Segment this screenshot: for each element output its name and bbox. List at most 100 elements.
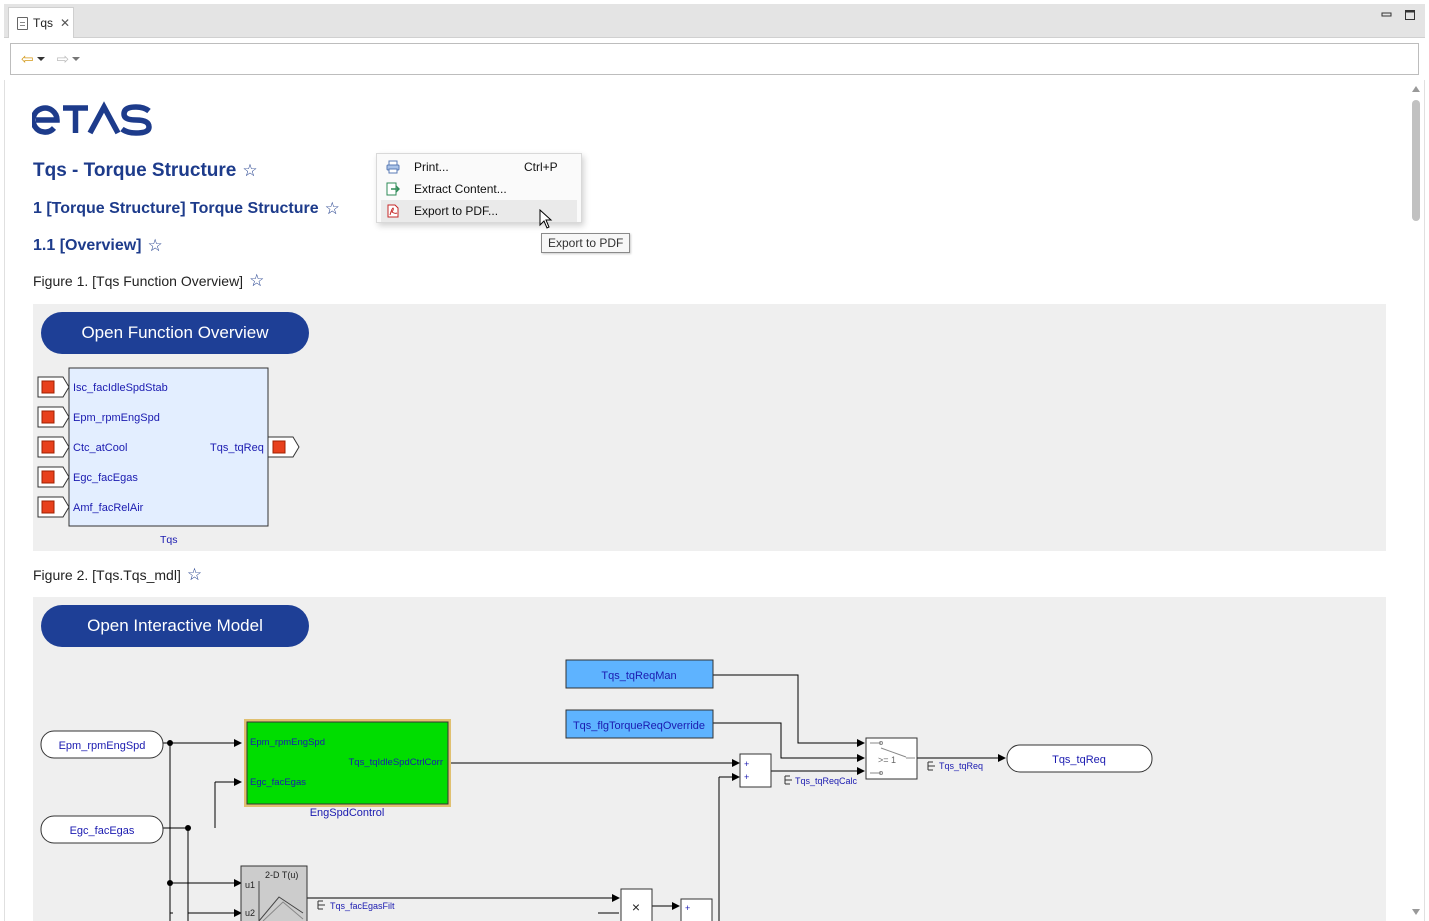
close-icon[interactable]: ✕: [60, 16, 71, 30]
star-icon[interactable]: ☆: [147, 236, 163, 255]
inport-label: Egc_facEgas: [70, 825, 135, 837]
tab-tqs[interactable]: Tqs ✕: [8, 7, 74, 38]
figure-caption-text: Figure 2. [Tqs.Tqs_mdl]: [33, 567, 181, 583]
output-port-label: Tqs_tqReq: [210, 442, 264, 454]
navigation-toolbar: ⇦ ⇨: [10, 43, 1419, 75]
outport-label: Tqs_tqReq: [1052, 754, 1106, 766]
chevron-down-icon[interactable]: [72, 57, 81, 61]
star-icon[interactable]: ☆: [242, 161, 258, 180]
etas-logo: [32, 101, 152, 136]
tooltip: Export to PDF: [541, 233, 631, 253]
menu-item-export-to-pdf[interactable]: Export to PDF...: [381, 200, 577, 222]
input-port-label: Amf_facRelAir: [73, 502, 144, 514]
outport-tqs-tqreq[interactable]: Tqs_tqReq: [1006, 744, 1153, 773]
star-icon[interactable]: ☆: [324, 199, 340, 218]
menu-item-shortcut: Ctrl+P: [524, 160, 558, 174]
signal-label-text: Tqs_tqReqCalc: [795, 776, 858, 786]
menu-item-label: Extract Content...: [414, 182, 507, 196]
forward-button[interactable]: ⇨: [57, 52, 81, 67]
chevron-down-icon[interactable]: [36, 57, 45, 61]
minimize-icon[interactable]: [1381, 10, 1393, 20]
forward-arrow-icon: ⇨: [56, 50, 70, 68]
const-label: Tqs_flgTorqueReqOverride: [573, 720, 705, 732]
input-port-label: Egc_facEgas: [73, 472, 138, 484]
input-port[interactable]: [37, 466, 70, 488]
sum-sign: +: [744, 759, 749, 769]
subsystem-name: EngSpdControl: [310, 807, 385, 819]
editor-tab-strip: Tqs ✕: [4, 4, 1425, 38]
product-block[interactable]: ×: [620, 888, 653, 921]
tqs-block-name: Tqs: [160, 534, 178, 546]
lookup-table-block[interactable]: 2-D T(u) u1 u2: [240, 865, 308, 921]
lookup-title: 2-D T(u): [265, 870, 298, 880]
switch-block[interactable]: >= 1: [865, 737, 918, 780]
subsystem-engspdcontrol[interactable]: Epm_rpmEngSpd Egc_facEgas Tqs_tqIdleSpdC…: [244, 719, 451, 807]
inport-egc-facegas[interactable]: Egc_facEgas: [40, 815, 164, 844]
menu-item-print[interactable]: Print... Ctrl+P: [377, 156, 581, 178]
function-overview-diagram[interactable]: Isc_facIdleSpdStabEpm_rpmEngSpdCtc_atCoo…: [33, 354, 333, 554]
star-icon[interactable]: ☆: [186, 565, 203, 584]
extract-icon: [386, 182, 400, 196]
input-port[interactable]: [37, 436, 70, 458]
scroll-down-icon[interactable]: [1412, 909, 1420, 915]
page-title: Tqs - Torque Structure ☆: [33, 160, 258, 182]
function-overview-panel: Open Function Overview Isc_facIdleSpdSta…: [33, 304, 1386, 551]
sum-block[interactable]: + +: [739, 753, 772, 788]
input-port-label: Isc_facIdleSpdStab: [73, 382, 168, 394]
signal-label-facegasfilt: Tqs_facEgasFilt: [317, 900, 395, 911]
back-button[interactable]: ⇦: [21, 52, 45, 67]
mouse-cursor-icon: [539, 209, 553, 229]
const-tqs-tqreqman[interactable]: Tqs_tqReqMan: [565, 659, 714, 689]
figure-caption-2: Figure 2. [Tqs.Tqs_mdl] ☆: [33, 565, 202, 585]
tab-label: Tqs: [33, 16, 54, 30]
output-port[interactable]: [267, 436, 300, 458]
inport-label: Epm_rpmEngSpd: [59, 740, 146, 752]
lookup-port-label: u1: [245, 880, 255, 890]
lookup-port-label: u2: [245, 908, 255, 918]
maximize-icon[interactable]: [1404, 9, 1416, 21]
printer-icon: [386, 160, 400, 174]
star-icon[interactable]: ☆: [249, 271, 265, 290]
inport-epm-rpmengspd[interactable]: Epm_rpmEngSpd: [40, 730, 164, 759]
signal-label-text: Tqs_tqReq: [939, 761, 983, 771]
subsection-heading: 1.1 [Overview] ☆: [33, 236, 163, 256]
open-function-overview-button[interactable]: Open Function Overview: [41, 312, 309, 354]
figure-caption-text: Figure 1. [Tqs Function Overview]: [33, 273, 244, 289]
back-arrow-icon: ⇦: [21, 50, 34, 68]
scrollbar-thumb[interactable]: [1412, 100, 1420, 221]
switch-threshold: >= 1: [878, 755, 896, 765]
document-icon: [17, 16, 28, 30]
input-port[interactable]: [37, 496, 70, 518]
sum-block-2[interactable]: +: [680, 898, 713, 921]
sum-sign: +: [744, 772, 749, 782]
menu-item-label: Print...: [414, 160, 449, 174]
branch-points: [167, 740, 191, 886]
input-port-label: Ctc_atCool: [73, 442, 127, 454]
menu-item-label: Export to PDF...: [414, 204, 499, 218]
product-symbol: ×: [632, 899, 640, 915]
open-interactive-model-button[interactable]: Open Interactive Model: [41, 605, 309, 647]
pdf-icon: [387, 204, 399, 218]
page-title-text: Tqs - Torque Structure: [33, 160, 237, 181]
subsystem-output-label: Tqs_tqIdleSpdCtrlCorr: [348, 757, 443, 768]
signal-label-tqreq: Tqs_tqReq: [927, 761, 983, 771]
signal-label-tqreqcalc: Tqs_tqReqCalc: [784, 775, 858, 786]
menu-item-extract-content[interactable]: Extract Content...: [377, 178, 581, 200]
interactive-model-panel: Open Interactive Model: [33, 597, 1386, 921]
document-view: [4, 80, 1425, 921]
input-port[interactable]: [37, 406, 70, 428]
subsection-heading-text: 1.1 [Overview]: [33, 237, 142, 254]
input-port[interactable]: [37, 376, 70, 398]
subsystem-input-label: Epm_rpmEngSpd: [250, 737, 325, 748]
sum-sign: +: [685, 903, 690, 913]
context-menu: Print... Ctrl+P Extract Content... Expor…: [376, 153, 582, 223]
input-port-label: Epm_rpmEngSpd: [73, 412, 160, 424]
section-heading-text: 1 [Torque Structure] Torque Structure: [33, 200, 319, 217]
subsystem-input-label: Egc_facEgas: [250, 777, 306, 788]
simulink-model-diagram[interactable]: Epm_rpmEngSpd Egc_facEgas Epm_rpmEngSpd …: [33, 597, 1386, 921]
const-tqs-flgtorquereqoverride[interactable]: Tqs_flgTorqueReqOverride: [565, 709, 714, 739]
signal-lines: [163, 674, 1006, 921]
figure-caption-1: Figure 1. [Tqs Function Overview] ☆: [33, 271, 264, 291]
scroll-up-icon[interactable]: [1412, 86, 1420, 92]
signal-label-text: Tqs_facEgasFilt: [330, 901, 395, 911]
